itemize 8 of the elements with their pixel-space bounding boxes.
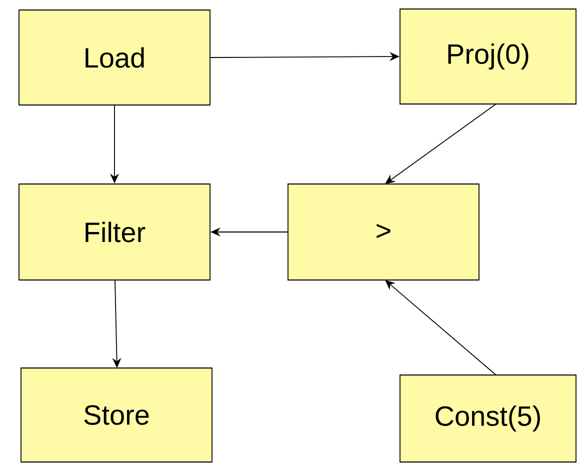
process-box: Const(5) [400, 374, 576, 462]
process-box: Load [18, 10, 210, 106]
process-box: Store [20, 368, 212, 462]
process-box: Proj(0) [400, 8, 576, 104]
arrow [385, 280, 496, 376]
process-box: Filter [18, 184, 210, 280]
arrow [385, 104, 496, 184]
process-box: > [288, 184, 480, 280]
